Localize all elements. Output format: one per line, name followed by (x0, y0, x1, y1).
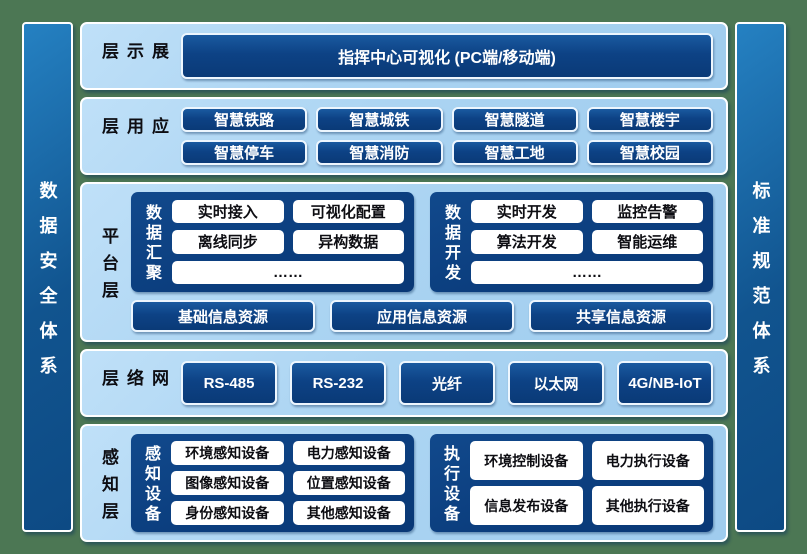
sensing-devices-panel: 感知设备 环境感知设备 电力感知设备 图像感知设备 位置感知设备 身份感知设备 … (131, 434, 414, 532)
data-development-grid: 实时开发 监控告警 算法开发 智能运维 …… (471, 200, 703, 284)
execution-devices-grid: 环境控制设备 电力执行设备 信息发布设备 其他执行设备 (470, 441, 704, 525)
display-layer-content: 指挥中心可视化 (PC端/移动端) (181, 32, 713, 80)
ellipsis-box: …… (471, 260, 703, 284)
network-layer-label: 网络层 (99, 369, 168, 396)
data-security-label: 数据安全体系 (37, 180, 58, 391)
sensing-devices-grid: 环境感知设备 电力感知设备 图像感知设备 位置感知设备 身份感知设备 其他感知设… (171, 441, 405, 525)
device-box: 电力感知设备 (292, 441, 405, 465)
app-box: 智慧楼宇 (586, 107, 713, 132)
ellipsis-box: …… (172, 260, 404, 284)
platform-layer-label: 平台层 (99, 226, 118, 308)
resource-box: 基础信息资源 (131, 300, 315, 332)
resource-row: 基础信息资源 应用信息资源 共享信息资源 (131, 300, 713, 332)
layer-stack: 展示层 指挥中心可视化 (PC端/移动端) 应用层 智慧铁路 智慧城铁 智慧隧道… (80, 22, 728, 542)
device-box: 位置感知设备 (292, 471, 405, 495)
resource-box: 共享信息资源 (529, 300, 713, 332)
protocol-box: 4G/NB-IoT (617, 361, 713, 405)
feature-box: 实时接入 (172, 200, 284, 224)
device-box: 其他感知设备 (292, 501, 405, 525)
architecture-diagram: 数据安全体系 展示层 指挥中心可视化 (PC端/移动端) 应用层 智慧铁路 智慧… (22, 22, 786, 542)
data-development-label: 数据开发 (442, 204, 459, 284)
data-security-sidebar: 数据安全体系 (22, 22, 73, 532)
feature-box: 异构数据 (292, 230, 404, 254)
device-box: 身份感知设备 (171, 501, 284, 525)
perception-layer-content: 感知设备 环境感知设备 电力感知设备 图像感知设备 位置感知设备 身份感知设备 … (131, 434, 713, 532)
feature-box: 实时开发 (471, 200, 583, 224)
device-box: 电力执行设备 (591, 441, 704, 480)
display-layer: 展示层 指挥中心可视化 (PC端/移动端) (80, 22, 728, 90)
resource-box: 应用信息资源 (330, 300, 514, 332)
data-aggregation-label: 数据汇聚 (143, 204, 160, 284)
standards-sidebar: 标准规范体系 (735, 22, 786, 532)
app-box: 智慧城铁 (316, 107, 443, 132)
application-layer-label: 应用层 (99, 117, 168, 144)
protocol-box: RS-485 (181, 361, 277, 405)
feature-box: 监控告警 (591, 200, 703, 224)
protocol-box: 光纤 (399, 361, 495, 405)
device-box: 其他执行设备 (591, 486, 704, 525)
platform-layer: 平台层 数据汇聚 实时接入 可视化配置 离线同步 异构数据 …… (80, 182, 728, 342)
data-development-panel: 数据开发 实时开发 监控告警 算法开发 智能运维 …… (430, 192, 713, 292)
execution-devices-label: 执行设备 (441, 445, 458, 525)
device-box: 信息发布设备 (470, 486, 583, 525)
application-layer: 应用层 智慧铁路 智慧城铁 智慧隧道 智慧楼宇 智慧停车 智慧消防 智慧工地 智… (80, 97, 728, 175)
command-center-box: 指挥中心可视化 (PC端/移动端) (181, 33, 713, 79)
data-aggregation-panel: 数据汇聚 实时接入 可视化配置 离线同步 异构数据 …… (131, 192, 414, 292)
display-layer-label: 展示层 (99, 42, 168, 69)
platform-panels: 数据汇聚 实时接入 可视化配置 离线同步 异构数据 …… 数据开发 实时开发 (131, 192, 713, 292)
device-box: 环境控制设备 (470, 441, 583, 480)
device-box: 图像感知设备 (171, 471, 284, 495)
execution-devices-panel: 执行设备 环境控制设备 电力执行设备 信息发布设备 其他执行设备 (430, 434, 713, 532)
feature-box: 可视化配置 (292, 200, 404, 224)
platform-layer-content: 数据汇聚 实时接入 可视化配置 离线同步 异构数据 …… 数据开发 实时开发 (131, 192, 713, 332)
app-box: 智慧校园 (586, 140, 713, 165)
standards-label: 标准规范体系 (750, 180, 771, 391)
feature-box: 算法开发 (471, 230, 583, 254)
app-box: 智慧隧道 (451, 107, 578, 132)
device-box: 环境感知设备 (171, 441, 284, 465)
application-layer-content: 智慧铁路 智慧城铁 智慧隧道 智慧楼宇 智慧停车 智慧消防 智慧工地 智慧校园 (181, 107, 713, 165)
app-box: 智慧铁路 (181, 107, 308, 132)
app-box: 智慧工地 (451, 140, 578, 165)
feature-box: 离线同步 (172, 230, 284, 254)
data-aggregation-grid: 实时接入 可视化配置 离线同步 异构数据 …… (172, 200, 404, 284)
network-layer-content: RS-485 RS-232 光纤 以太网 4G/NB-IoT (181, 359, 713, 407)
app-box: 智慧消防 (316, 140, 443, 165)
perception-layer: 感知层 感知设备 环境感知设备 电力感知设备 图像感知设备 位置感知设备 身份感… (80, 424, 728, 542)
sensing-devices-label: 感知设备 (142, 445, 159, 525)
protocol-box: RS-232 (290, 361, 386, 405)
protocol-box: 以太网 (508, 361, 604, 405)
app-box: 智慧停车 (181, 140, 308, 165)
feature-box: 智能运维 (591, 230, 703, 254)
perception-layer-label: 感知层 (99, 447, 118, 529)
network-layer: 网络层 RS-485 RS-232 光纤 以太网 4G/NB-IoT (80, 349, 728, 417)
